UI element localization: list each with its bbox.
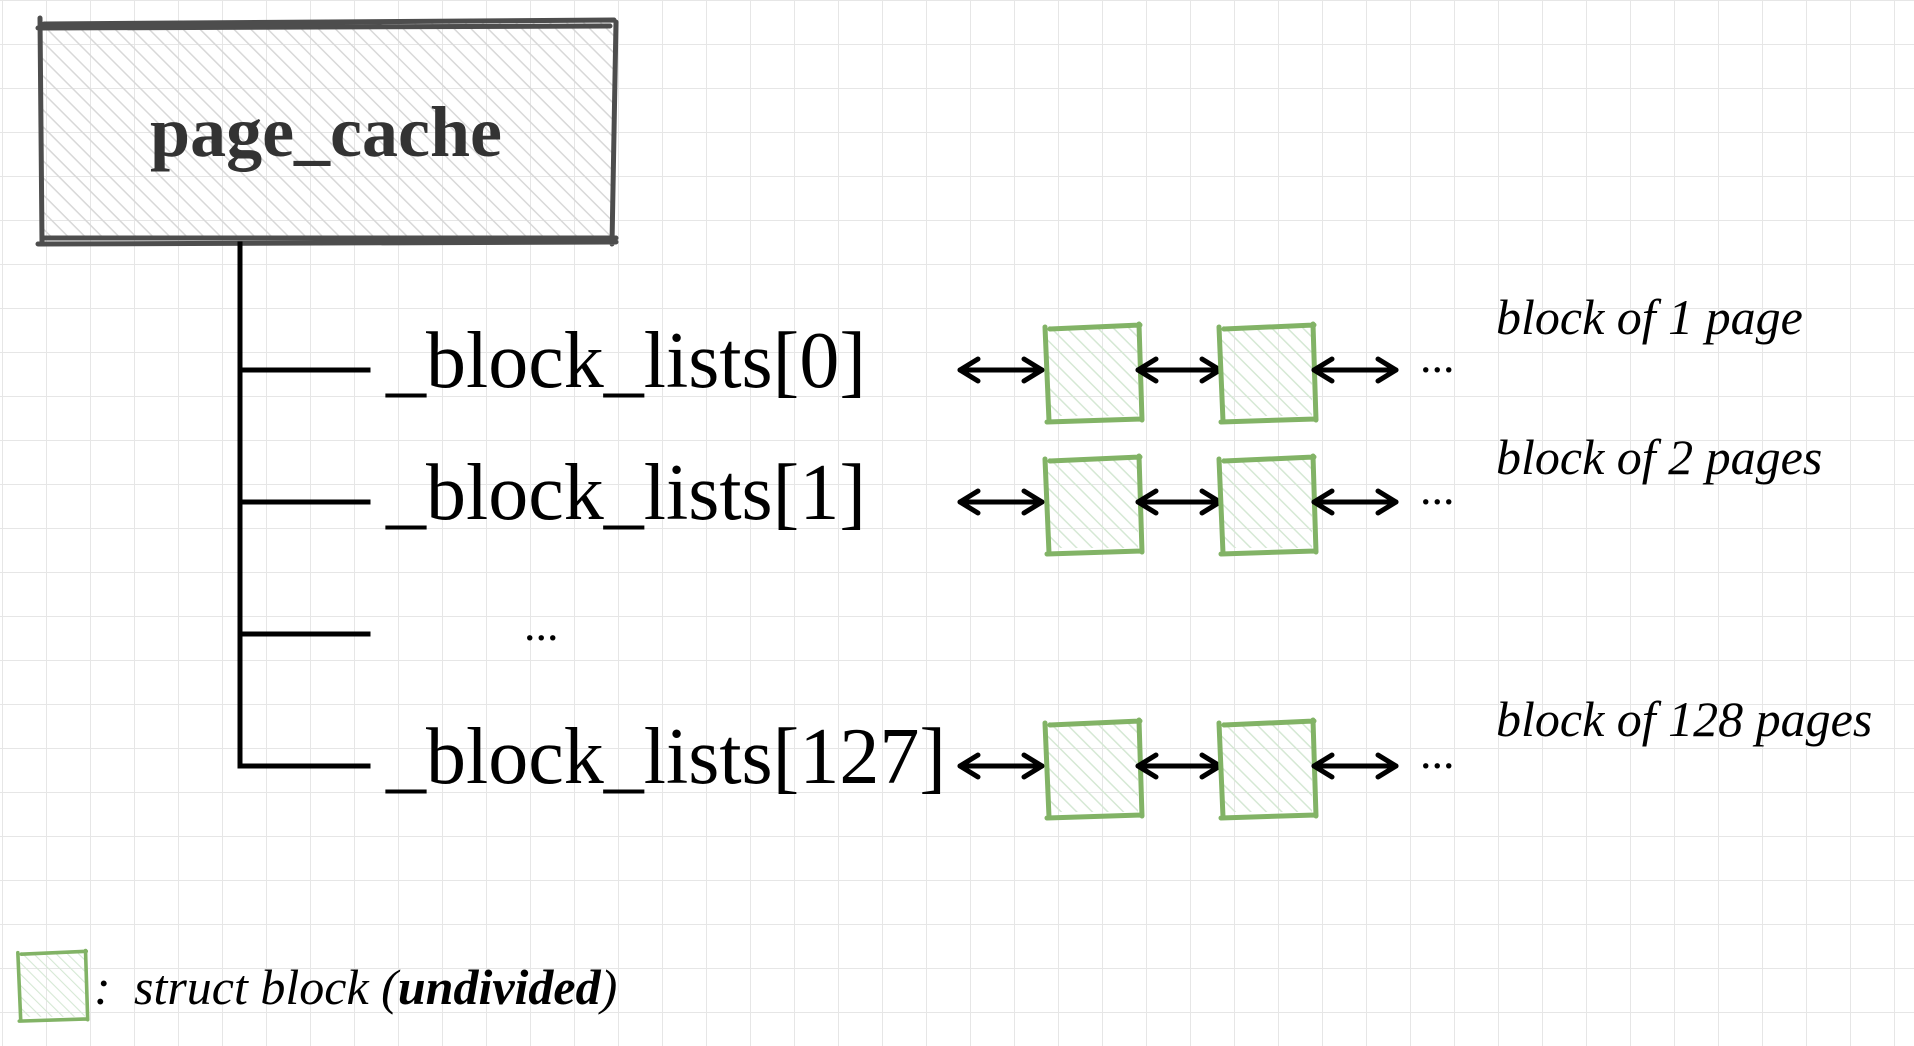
double-arrow-icon bbox=[960, 491, 1042, 513]
list-row-3: _block_lists[127] ... block of 128 pages bbox=[385, 691, 1872, 818]
list-row-1: _block_lists[1] ... block of 2 pages bbox=[385, 429, 1822, 554]
legend-text-bold: undivided bbox=[398, 959, 602, 1015]
legend-colon: : bbox=[94, 959, 111, 1015]
double-arrow-icon bbox=[1138, 491, 1220, 513]
legend-block-icon bbox=[16, 948, 90, 1023]
list-label: _block_lists[1] bbox=[385, 449, 866, 537]
list-description: block of 1 page bbox=[1496, 289, 1803, 345]
list-label: _block_lists[127] bbox=[385, 713, 946, 801]
list-ellipsis: ... bbox=[1420, 463, 1455, 514]
list-description: block of 2 pages bbox=[1496, 429, 1822, 485]
legend-text-before: struct block ( bbox=[134, 959, 401, 1015]
root-node-label: page_cache bbox=[150, 92, 502, 172]
list-ellipsis: ... bbox=[1420, 727, 1455, 778]
list-row-0: _block_lists[0] ... block of 1 page bbox=[385, 289, 1803, 422]
double-arrow-icon bbox=[1314, 755, 1396, 777]
block-icon bbox=[1045, 324, 1142, 422]
double-arrow-icon bbox=[960, 755, 1042, 777]
block-icon bbox=[1045, 720, 1142, 818]
double-arrow-icon bbox=[1138, 359, 1220, 381]
double-arrow-icon bbox=[1314, 491, 1396, 513]
block-icon bbox=[1219, 324, 1316, 422]
legend: : struct block (undivided) bbox=[16, 948, 617, 1023]
double-arrow-icon bbox=[1138, 755, 1220, 777]
block-icon bbox=[1219, 456, 1316, 554]
block-icon bbox=[1219, 720, 1316, 818]
legend-text-after: ) bbox=[598, 959, 618, 1015]
tree-connectors bbox=[237, 241, 371, 769]
legend-text: struct block (undivided) bbox=[134, 959, 617, 1015]
block-icon bbox=[1045, 456, 1142, 554]
root-node-border bbox=[35, 15, 619, 247]
root-node: page_cache bbox=[35, 15, 619, 247]
list-description: block of 128 pages bbox=[1496, 691, 1872, 747]
double-arrow-icon bbox=[960, 359, 1042, 381]
root-node-fill bbox=[40, 22, 614, 240]
list-label: _block_lists[0] bbox=[385, 317, 866, 405]
list-ellipsis: ... bbox=[1420, 331, 1455, 382]
list-row-2: ... bbox=[524, 599, 559, 650]
list-label: ... bbox=[524, 599, 559, 650]
double-arrow-icon bbox=[1314, 359, 1396, 381]
